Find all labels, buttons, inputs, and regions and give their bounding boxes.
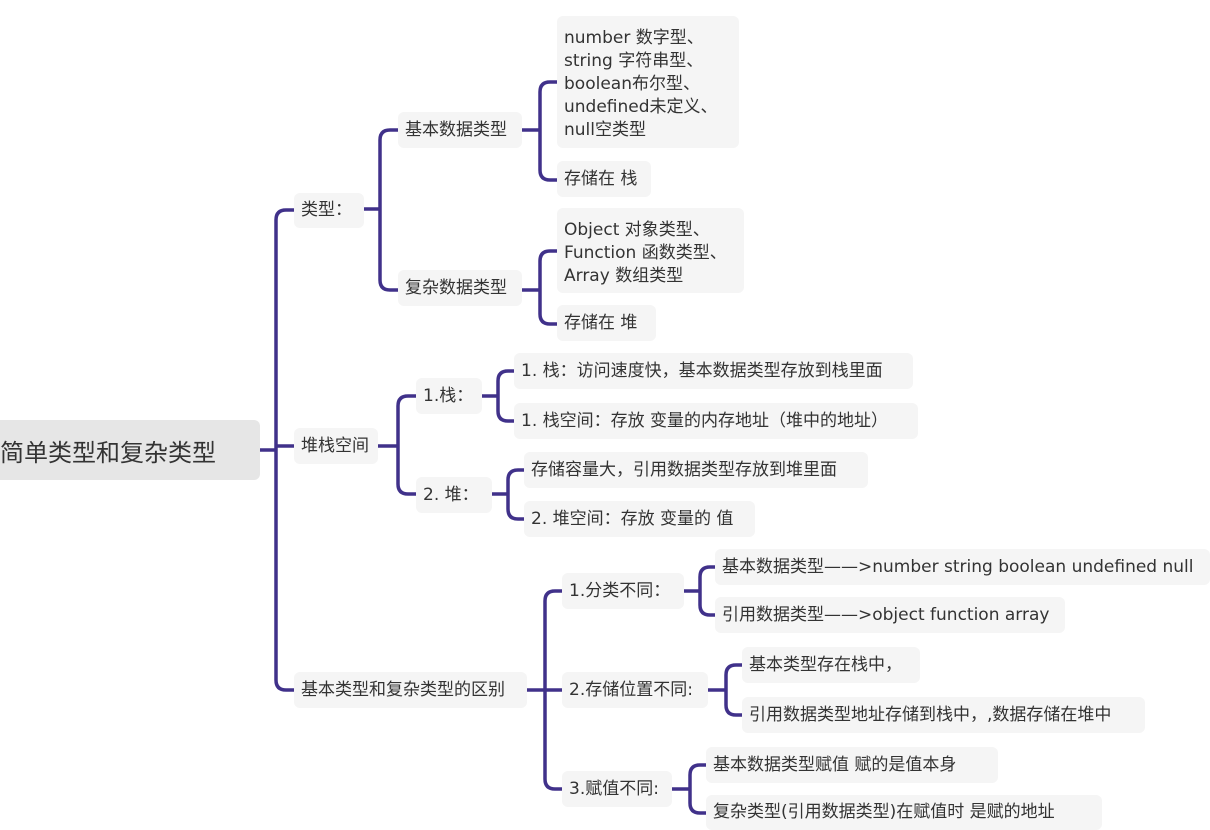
connector-differences bbox=[525, 589, 564, 791]
topic-basic-data-types[interactable]: 基本数据类型 bbox=[398, 112, 522, 148]
heap-item-capacity-label: 存储容量大，引用数据类型存放到堆里面 bbox=[531, 459, 837, 480]
topic-basic-storage[interactable]: 存储在 栈 bbox=[557, 161, 651, 197]
location-item-basic-label: 基本类型存在栈中， bbox=[749, 654, 902, 675]
heap-item-capacity[interactable]: 存储容量大，引用数据类型存放到堆里面 bbox=[524, 452, 868, 488]
basic-member: boolean布尔型、 bbox=[564, 74, 700, 94]
topic-differences-label: 基本类型和复杂类型的区别 bbox=[301, 679, 505, 700]
assignment-item-reference[interactable]: 复杂类型(引用数据类型)在赋值时 是赋的地址 bbox=[706, 795, 1102, 830]
category-item-basic-label: 基本数据类型——>number string boolean undefined… bbox=[722, 556, 1194, 577]
complex-member: Function 函数类型、 bbox=[564, 243, 727, 263]
basic-member: null空类型 bbox=[564, 120, 646, 140]
topic-basic-storage-label: 存储在 栈 bbox=[564, 168, 638, 189]
heap-item-space[interactable]: 2. 堆空间：存放 变量的 值 bbox=[524, 501, 755, 537]
location-item-reference[interactable]: 引用数据类型地址存储到栈中，,数据存储在堆中 bbox=[742, 697, 1145, 733]
connector-root bbox=[258, 208, 296, 692]
category-item-basic[interactable]: 基本数据类型——>number string boolean undefined… bbox=[715, 549, 1210, 585]
complex-member: Array 数组类型 bbox=[564, 266, 684, 286]
assignment-item-reference-label: 复杂类型(引用数据类型)在赋值时 是赋的地址 bbox=[713, 802, 1055, 822]
location-item-basic[interactable]: 基本类型存在栈中， bbox=[742, 647, 920, 683]
basic-member: string 字符串型、 bbox=[564, 51, 704, 71]
connector-heap bbox=[490, 468, 526, 521]
topic-complex-storage[interactable]: 存储在 堆 bbox=[557, 305, 656, 341]
connector-heap-stack bbox=[376, 394, 418, 496]
topic-types-label: 类型： bbox=[301, 200, 352, 220]
connector-types bbox=[362, 128, 400, 292]
connector-category bbox=[682, 565, 717, 617]
assignment-item-basic[interactable]: 基本数据类型赋值 赋的是值本身 bbox=[706, 747, 998, 783]
topic-heap[interactable]: 2. 堆： bbox=[416, 477, 492, 513]
topic-differences[interactable]: 基本类型和复杂类型的区别 bbox=[294, 672, 527, 708]
category-item-reference[interactable]: 引用数据类型——>object function array bbox=[715, 597, 1065, 633]
stack-item-speed[interactable]: 1. 栈：访问速度快，基本数据类型存放到栈里面 bbox=[514, 353, 913, 389]
stack-item-speed-label: 1. 栈：访问速度快，基本数据类型存放到栈里面 bbox=[521, 360, 883, 381]
category-item-reference-label: 引用数据类型——>object function array bbox=[722, 604, 1050, 625]
location-item-reference-label: 引用数据类型地址存储到栈中，,数据存储在堆中 bbox=[749, 704, 1112, 725]
connector-location bbox=[706, 663, 744, 717]
topic-assignment-difference-label: 3.赋值不同: bbox=[569, 778, 659, 799]
topic-heap-stack-label: 堆栈空间 bbox=[301, 435, 369, 456]
root-topic-label: 简单类型和复杂类型 bbox=[0, 438, 216, 467]
topic-complex-data-types[interactable]: 复杂数据类型 bbox=[398, 270, 522, 306]
connector-assignment bbox=[670, 763, 708, 815]
topic-complex-data-types-label: 复杂数据类型 bbox=[405, 277, 507, 298]
topic-location-difference-label: 2.存储位置不同: bbox=[569, 679, 693, 700]
basic-member: number 数字型、 bbox=[564, 28, 704, 48]
topic-basic-members[interactable]: number 数字型、 string 字符串型、 boolean布尔型、 und… bbox=[557, 16, 739, 148]
topic-complex-members[interactable]: Object 对象类型、 Function 函数类型、 Array 数组类型 bbox=[557, 208, 744, 293]
topic-stack[interactable]: 1.栈： bbox=[416, 378, 482, 414]
basic-member: undefined未定义、 bbox=[564, 97, 718, 117]
basic-members-list: number 数字型、 string 字符串型、 boolean布尔型、 und… bbox=[564, 27, 718, 142]
topic-basic-data-types-label: 基本数据类型 bbox=[405, 119, 507, 140]
topic-location-difference[interactable]: 2.存储位置不同: bbox=[562, 672, 708, 708]
complex-members-list: Object 对象类型、 Function 函数类型、 Array 数组类型 bbox=[564, 219, 727, 288]
heap-item-space-label: 2. 堆空间：存放 变量的 值 bbox=[531, 508, 734, 529]
topic-types[interactable]: 类型： bbox=[294, 193, 364, 228]
topic-assignment-difference[interactable]: 3.赋值不同: bbox=[562, 771, 672, 807]
topic-complex-storage-label: 存储在 堆 bbox=[564, 312, 638, 333]
complex-member: Object 对象类型、 bbox=[564, 220, 710, 240]
connector-stack bbox=[480, 369, 516, 423]
topic-heap-stack[interactable]: 堆栈空间 bbox=[294, 428, 378, 464]
stack-item-space-label: 1. 栈空间：存放 变量的内存地址（堆中的地址） bbox=[521, 410, 889, 431]
topic-stack-label: 1.栈： bbox=[423, 385, 474, 406]
topic-category-difference-label: 1.分类不同： bbox=[569, 580, 671, 601]
connector-basic bbox=[520, 80, 559, 182]
connector-complex bbox=[520, 249, 559, 326]
assignment-item-basic-label: 基本数据类型赋值 赋的是值本身 bbox=[713, 754, 957, 775]
topic-heap-label: 2. 堆： bbox=[423, 484, 479, 505]
topic-category-difference[interactable]: 1.分类不同： bbox=[562, 573, 684, 609]
root-topic[interactable]: 简单类型和复杂类型 bbox=[0, 420, 260, 480]
stack-item-space[interactable]: 1. 栈空间：存放 变量的内存地址（堆中的地址） bbox=[514, 403, 918, 439]
